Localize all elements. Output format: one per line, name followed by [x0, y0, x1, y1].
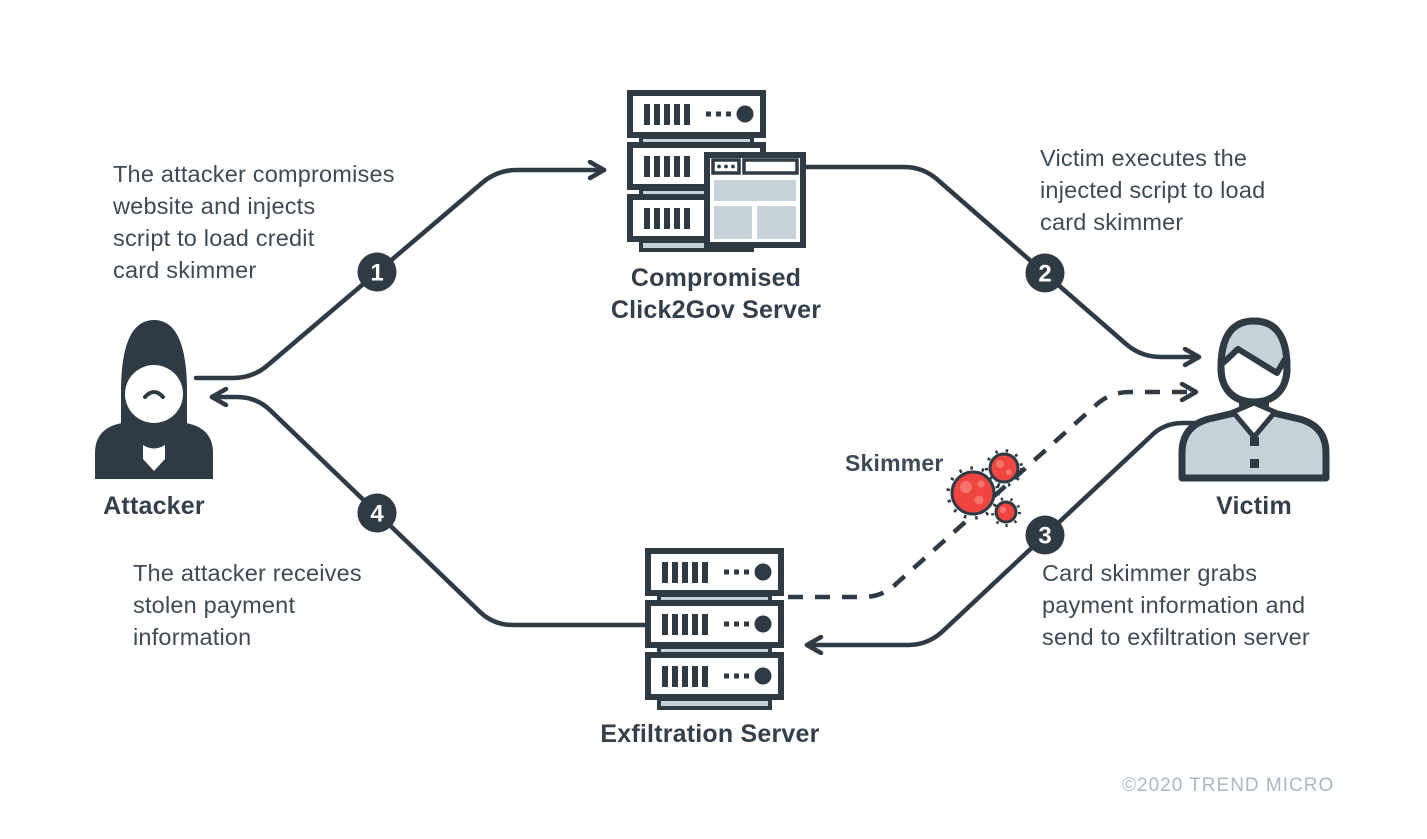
step-badge-4: 4	[357, 493, 397, 533]
step-2-description: Victim executes the injected script to l…	[1040, 145, 1266, 235]
svg-text:1: 1	[370, 260, 383, 287]
victim-hair	[1223, 324, 1285, 373]
svg-text:4: 4	[370, 501, 384, 528]
virus-icon	[991, 497, 1021, 527]
step-badge-2: 2	[1025, 253, 1065, 293]
step-4-description: The attacker receives stolen payment inf…	[133, 560, 362, 650]
compromised-server-label: Compromised Click2Gov Server	[610, 264, 822, 324]
step-badge-1: 1	[357, 252, 397, 292]
victim-label: Victim	[1216, 492, 1292, 520]
attacker-icon	[95, 320, 213, 479]
virus-icon	[985, 449, 1023, 487]
attacker-label: Attacker	[103, 492, 205, 520]
victim-collar	[1230, 400, 1278, 440]
exfiltration-server-icon	[645, 548, 784, 710]
step-badge-3: 3	[1025, 515, 1065, 555]
exfiltration-server-label: Exfiltration Server	[600, 720, 820, 748]
step-3-description: Card skimmer grabs payment information a…	[1042, 560, 1310, 650]
server-unit	[645, 652, 784, 700]
browser-window-icon	[704, 152, 806, 248]
server-unit	[645, 548, 784, 596]
skimmer-label: Skimmer	[845, 450, 944, 476]
server-unit	[645, 600, 784, 648]
virus-icon	[946, 466, 1000, 520]
server-unit	[627, 90, 766, 138]
victim-icon	[1178, 317, 1330, 482]
copyright-text: ©2020 TREND MICRO	[1122, 775, 1335, 796]
step-1-description: The attacker compromises website and inj…	[113, 161, 395, 283]
svg-text:2: 2	[1038, 261, 1051, 288]
skimmer-virus-icons	[946, 449, 1023, 527]
svg-text:3: 3	[1038, 523, 1051, 550]
compromised-server-icon	[627, 90, 806, 252]
